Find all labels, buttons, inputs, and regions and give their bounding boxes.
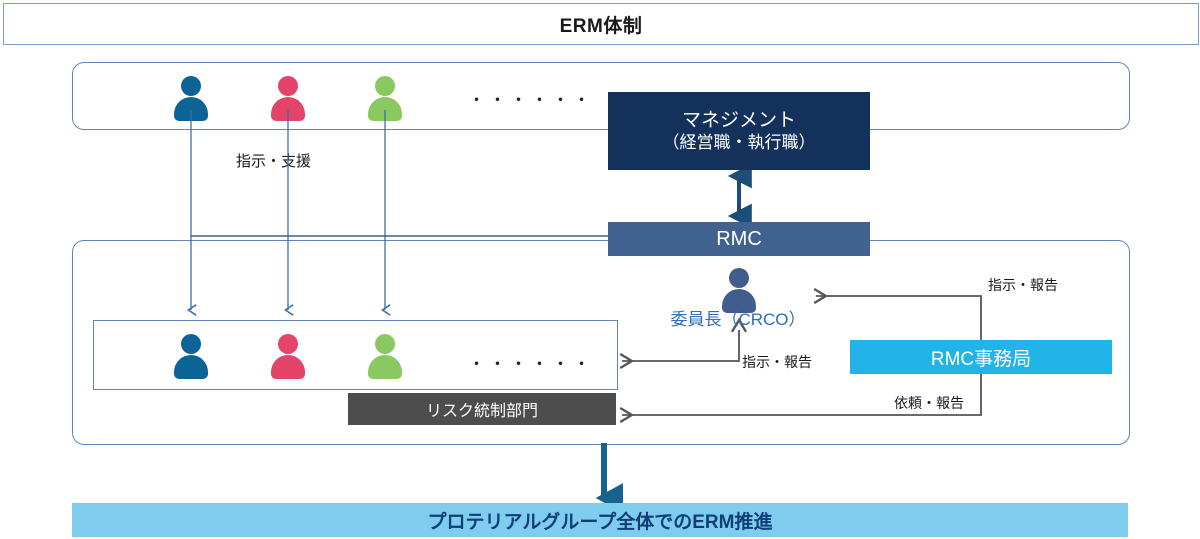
ellipsis-bottom: ・・・・・・ <box>468 355 594 374</box>
person-head <box>729 268 749 288</box>
erm-promotion-label: プロテリアルグループ全体でのERM推進 <box>427 511 773 533</box>
page-title-box: ERM体制 <box>3 3 1199 45</box>
ellipsis-top: ・・・・・・ <box>468 91 594 110</box>
person-head <box>278 334 298 354</box>
management-box: マネジメント （経営職・執行職） <box>608 92 870 170</box>
label-irai-houkoku: 依頼・報告 <box>894 395 964 411</box>
management-title: マネジメント <box>681 109 796 131</box>
person-body <box>368 355 402 379</box>
person-body <box>722 289 756 313</box>
person-icon-pink-bottom <box>268 334 308 380</box>
chairman-label: 委員長（CRCO） <box>670 310 806 329</box>
person-icon-blue-bottom <box>171 334 211 380</box>
person-head <box>278 76 298 96</box>
person-icon-green-bottom <box>365 334 405 380</box>
person-icon-chairman <box>719 268 759 314</box>
person-body <box>174 355 208 379</box>
person-head <box>375 76 395 96</box>
person-head <box>181 76 201 96</box>
label-shiji-shien: 指示・支援 <box>236 153 312 170</box>
person-head <box>181 334 201 354</box>
rmc-label: RMC <box>716 227 762 250</box>
rmc-box: RMC <box>608 222 870 256</box>
label-shiji-houkoku-chairman: 指示・報告 <box>988 277 1058 293</box>
management-subtitle: （経営職・執行職） <box>662 133 816 153</box>
top-group-box <box>72 62 1130 130</box>
page-title: ERM体制 <box>559 15 643 37</box>
label-shiji-houkoku-risk: 指示・報告 <box>742 354 812 370</box>
erm-promotion-bar: プロテリアルグループ全体でのERM推進 <box>72 503 1128 537</box>
rmc-office-box: RMC事務局 <box>850 340 1112 374</box>
rmc-office-label: RMC事務局 <box>930 348 1032 370</box>
person-head <box>375 334 395 354</box>
person-body <box>271 355 305 379</box>
risk-control-label: リスク統制部門 <box>425 403 538 420</box>
risk-control-box: リスク統制部門 <box>348 393 616 425</box>
